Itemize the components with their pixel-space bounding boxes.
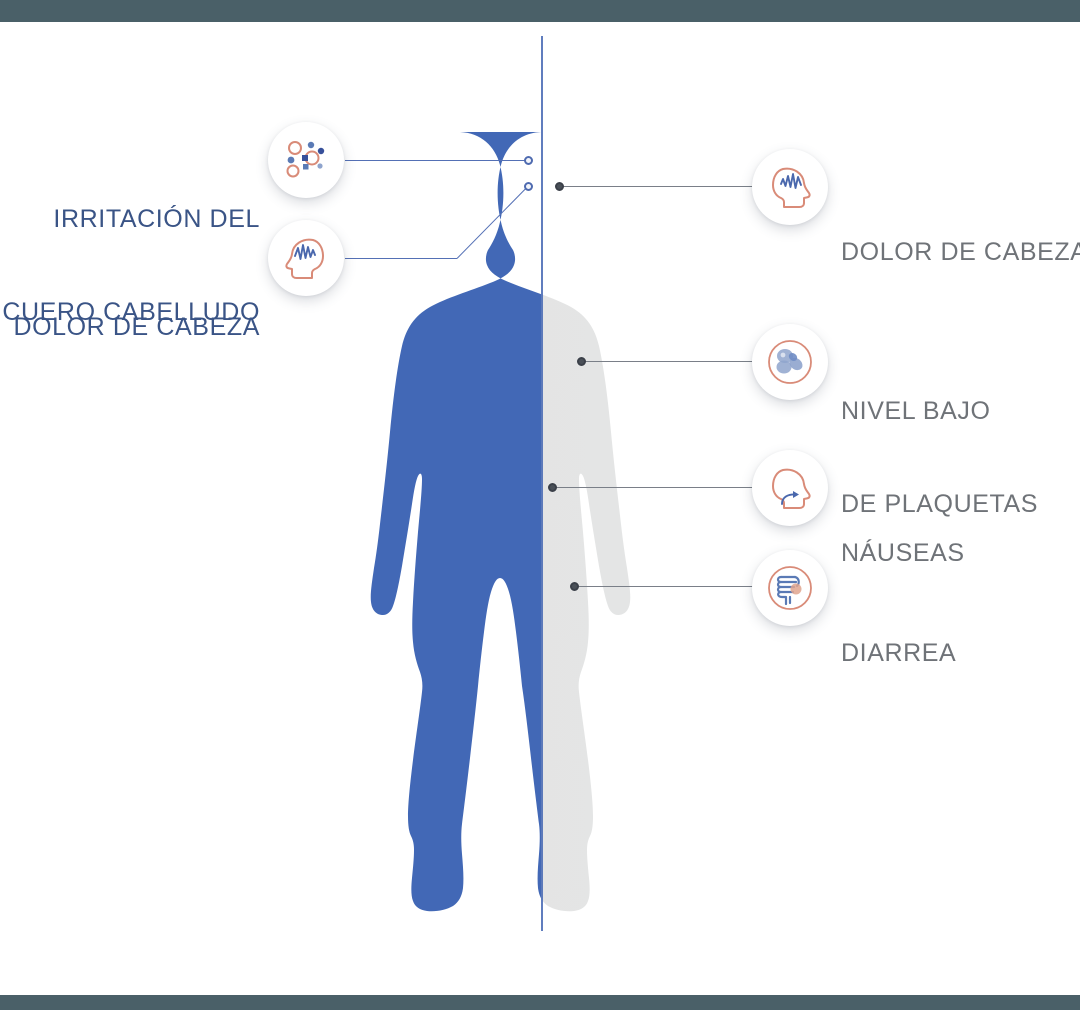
label-headache-right-line1: DOLOR DE CABEZA bbox=[841, 238, 1080, 266]
leader-line-nausea bbox=[553, 487, 760, 488]
leader-line-low-platelets bbox=[582, 361, 760, 362]
label-scalp-irritation-line1: IRRITACIÓN DEL bbox=[53, 205, 260, 233]
icon-bubble-scalp-irritation[interactable] bbox=[268, 122, 344, 198]
headache-icon bbox=[772, 167, 811, 208]
label-nausea: NÁUSEAS bbox=[841, 476, 1080, 631]
leader-dot-scalp-irritation bbox=[524, 156, 533, 165]
leader-line-scalp-irritation bbox=[345, 160, 530, 161]
platelets-icon bbox=[768, 340, 812, 384]
scalp-irritation-icon bbox=[286, 141, 325, 178]
center-divider-line bbox=[541, 36, 543, 931]
label-headache-right: DOLOR DE CABEZA bbox=[841, 175, 1080, 330]
label-scalp-irritation: IRRITACIÓN DEL CUERO CABELLUDO bbox=[0, 142, 260, 390]
leader-line-diarrhea bbox=[575, 586, 760, 587]
icon-bubble-low-platelets[interactable] bbox=[752, 324, 828, 400]
leader-line-headache-right bbox=[560, 186, 760, 187]
icon-bubble-diarrhea[interactable] bbox=[752, 550, 828, 626]
icon-bubble-headache-left[interactable] bbox=[268, 220, 344, 296]
label-diarrhea: DIARREA bbox=[841, 576, 1080, 731]
headache-icon bbox=[285, 238, 324, 279]
leader-dot-low-platelets bbox=[577, 357, 586, 366]
intestines-icon bbox=[768, 566, 812, 610]
top-bar bbox=[0, 0, 1080, 22]
leader-dot-diarrhea bbox=[570, 582, 579, 591]
bottom-bar bbox=[0, 995, 1080, 1010]
label-nausea-line1: NÁUSEAS bbox=[841, 539, 965, 567]
label-low-platelets-line2: DE PLAQUETAS bbox=[841, 490, 1039, 518]
label-diarrhea-line1: DIARREA bbox=[841, 639, 957, 667]
leader-line-headache-left bbox=[345, 258, 457, 259]
leader-dot-headache-left bbox=[524, 182, 533, 191]
icon-bubble-headache-right[interactable] bbox=[752, 149, 828, 225]
label-scalp-irritation-line2: CUERO CABELLUDO bbox=[2, 298, 260, 326]
leader-dot-headache-right bbox=[555, 182, 564, 191]
label-low-platelets: NIVEL BAJO DE PLAQUETAS bbox=[841, 334, 1080, 582]
label-headache-left: DOLOR DE CABEZA bbox=[0, 250, 260, 405]
leader-dot-nausea bbox=[548, 483, 557, 492]
label-low-platelets-line1: NIVEL BAJO bbox=[841, 397, 991, 425]
icon-bubble-nausea[interactable] bbox=[752, 450, 828, 526]
label-headache-left-line1: DOLOR DE CABEZA bbox=[13, 313, 260, 341]
nausea-icon bbox=[772, 468, 811, 509]
